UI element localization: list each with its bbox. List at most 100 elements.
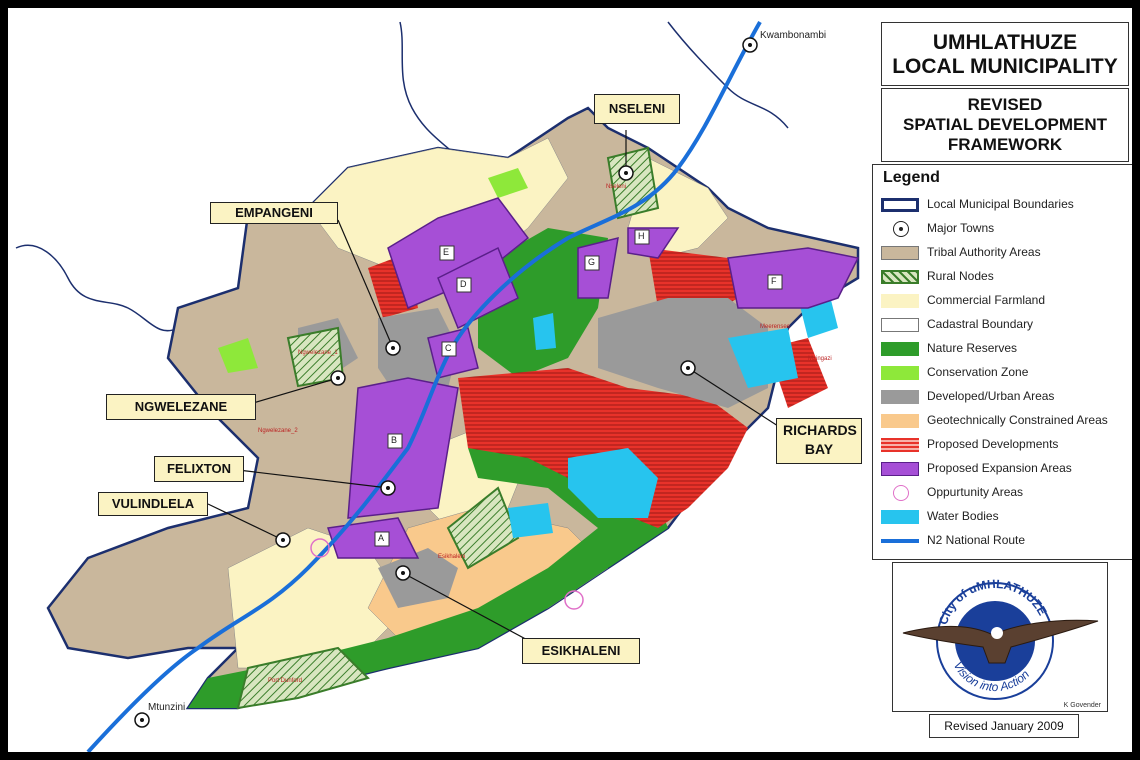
expansion-letter-h: H (638, 231, 645, 241)
conservation-zone-2 (488, 168, 528, 198)
expansion-letter-f: F (771, 276, 777, 286)
legend-label-commercial-farmland: Commercial Farmland (927, 293, 1046, 307)
expansion-label-box-c (441, 341, 457, 357)
legend-label-rural-nodes: Rural Nodes (927, 269, 994, 283)
place-label-mtunzini: Mtunzini (148, 702, 186, 713)
subtitle-line-3: FRAMEWORK (947, 135, 1063, 154)
leader-felixton (237, 469, 389, 489)
tiny-label-mzingazi: Mzingazi (808, 356, 832, 362)
water-body-lake-5 (533, 313, 556, 350)
leader-richards-bay (687, 367, 779, 427)
legend-swatch-conservation-zone (881, 366, 919, 380)
map-title: UMHLATHUZE LOCAL MUNICIPALITY (881, 22, 1129, 86)
nature-reserve-central (478, 228, 608, 378)
legend-swatch-nature-reserves (881, 342, 919, 356)
legend-label-geotech: Geotechnically Constrained Areas (927, 413, 1108, 427)
logo-credit: K Govender (1064, 702, 1102, 709)
legend-swatch-geotech (881, 414, 919, 428)
legend-swatch-rural-nodes (881, 270, 919, 284)
urban-richards-bay (598, 298, 768, 408)
legend: Legend Local Municipal Boundaries Major … (872, 164, 1132, 560)
expansion-label-box-d (456, 277, 472, 293)
water-body-lake-4 (508, 503, 553, 538)
legend-row-proposed-expansion: Proposed Expansion Areas (881, 459, 1131, 479)
expansion-letter-e: E (443, 247, 450, 257)
tiny-label-nseleni: Nseleni (606, 184, 627, 190)
legend-row-major-towns: Major Towns (881, 219, 1131, 239)
legend-title: Legend (883, 169, 940, 186)
leader-vulindlela (207, 503, 284, 541)
river-north (399, 21, 469, 169)
map-canvas (15, 21, 860, 752)
expansion-label-box-h (634, 229, 650, 245)
legend-label-municipal-boundaries: Local Municipal Boundaries (927, 197, 1074, 211)
tiny-label-meerensee: Meerensee (760, 324, 791, 330)
town-dot-felixton (386, 486, 390, 490)
expansion-area-a (327, 517, 420, 559)
legend-label-water-bodies: Water Bodies (927, 509, 999, 523)
legend-swatch-n2-route (881, 539, 919, 543)
expansion-area-f (727, 247, 860, 309)
expansion-letter-d: D (460, 279, 467, 289)
river-ne (667, 21, 789, 129)
callout-felixton: FELIXTON (154, 456, 244, 482)
city-logo-box: City of uMHLATHUZE Vision into Action K … (892, 562, 1108, 712)
legend-label-major-towns: Major Towns (927, 221, 995, 235)
legend-row-commercial-farmland: Commercial Farmland (881, 291, 1131, 311)
expansion-label-box-g (584, 255, 600, 271)
expansion-label-box-b (387, 433, 403, 449)
expansion-area-b (347, 377, 459, 519)
proposed-dev-richards (458, 368, 748, 528)
legend-swatch-water-bodies (881, 510, 919, 524)
legend-row-water-bodies: Water Bodies (881, 507, 1131, 527)
tiny-label-ngwelezane-1: Ngwelezane_1 (298, 350, 338, 356)
legend-label-n2-route: N2 National Route (927, 533, 1026, 547)
expansion-label-box-a (374, 531, 390, 547)
title-line-1: UMHLATHUZE (932, 31, 1078, 54)
river-west (15, 244, 179, 332)
town-dot-richards-bay (686, 366, 690, 370)
city-logo: City of uMHLATHUZE Vision into Action K … (902, 577, 1102, 709)
leader-ngwelezane (252, 377, 339, 404)
town-dot-vulindlela (281, 538, 285, 542)
expansion-letter-a: A (378, 533, 385, 543)
rural-node-esikhaleni (446, 486, 520, 570)
tiny-label-ngwelezane-2: Ngwelezane_2 (258, 428, 298, 434)
town-dot-kwambonambi (748, 43, 752, 47)
legend-label-opportunity-areas: Oppurtunity Areas (927, 485, 1024, 499)
legend-label-conservation-zone: Conservation Zone (927, 365, 1029, 379)
legend-label-tribal-authority: Tribal Authority Areas (927, 245, 1041, 259)
callout-esikhaleni: ESIKHALENI (522, 638, 640, 664)
legend-swatch-proposed-developments (881, 438, 919, 452)
opportunity-area-icon (893, 485, 909, 501)
callout-vulindlela: VULINDLELA (98, 492, 208, 516)
town-dot-esikhaleni (401, 571, 405, 575)
major-town-markers (134, 37, 758, 728)
opportunity-area-1 (310, 538, 330, 558)
eagle-icon (902, 619, 1099, 664)
legend-swatch-municipal-boundaries (881, 198, 919, 212)
legend-row-proposed-developments: Proposed Developments (881, 435, 1131, 455)
tiny-label-esikhaleni: Esikhaleni (438, 554, 466, 560)
legend-label-proposed-expansion: Proposed Expansion Areas (927, 461, 1072, 475)
subtitle-line-2: SPATIAL DEVELOPMENT (902, 115, 1108, 134)
expansion-label-boxes (374, 229, 783, 547)
legend-row-municipal-boundaries: Local Municipal Boundaries (881, 195, 1131, 215)
urban-esikhaleni (378, 548, 458, 608)
place-label-kwambonambi: Kwambonambi (760, 30, 827, 41)
tiny-label-port-dunford: Port Dunford (268, 678, 303, 684)
legend-row-n2-route: N2 National Route (881, 531, 1131, 551)
legend-swatch-tribal-authority (881, 246, 919, 260)
legend-swatch-cadastral-boundary (881, 318, 919, 332)
legend-row-opportunity-areas: Oppurtunity Areas (881, 483, 1131, 503)
legend-label-nature-reserves: Nature Reserves (927, 341, 1018, 355)
conservation-zone-1 (218, 338, 258, 373)
major-town-icon (893, 221, 909, 237)
subtitle-line-1: REVISED (967, 95, 1043, 114)
callout-richards-bay: RICHARDS BAY (776, 418, 862, 464)
expansion-area-e (387, 197, 530, 310)
legend-swatch-proposed-expansion (881, 462, 919, 476)
major-town-dots (140, 43, 752, 722)
expansion-letter-g: G (588, 257, 596, 267)
leader-empangeni (337, 219, 394, 349)
